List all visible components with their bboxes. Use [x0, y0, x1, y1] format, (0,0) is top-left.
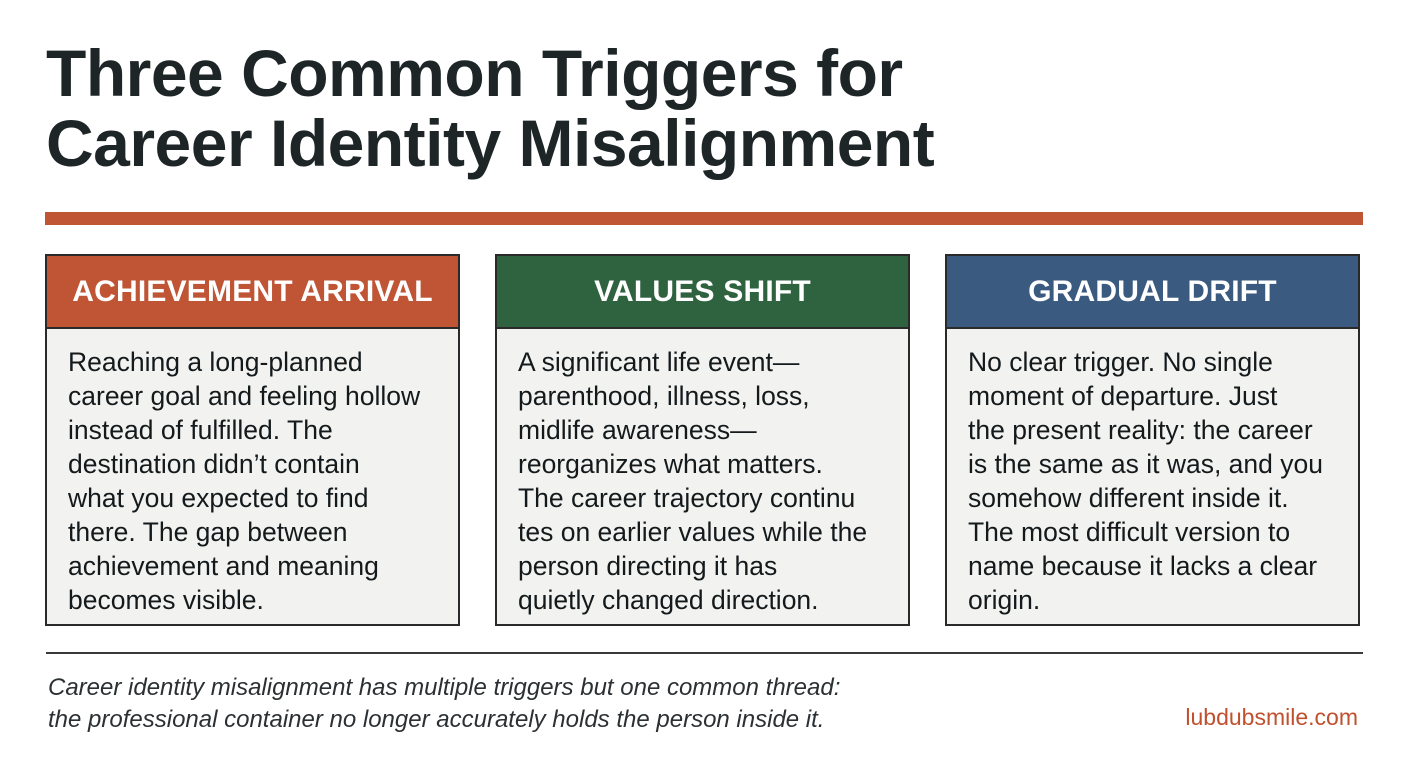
card-text-line: No clear trigger. No single — [968, 347, 1273, 377]
card-text-line: becomes visible. — [68, 585, 264, 615]
card-text-line: person directing it has — [518, 551, 778, 581]
card-values-shift: VALUES SHIFT A significant life event— p… — [495, 254, 910, 626]
card-achievement-arrival: ACHIEVEMENT ARRIVAL Reaching a long-plan… — [45, 254, 460, 626]
card-gradual-drift: GRADUAL DRIFT No clear trigger. No singl… — [945, 254, 1360, 626]
card-header-gradual-drift: GRADUAL DRIFT — [947, 256, 1358, 329]
card-text-line: quietly changed direction. — [518, 585, 819, 615]
card-text-line: The most difficult version to — [968, 517, 1291, 547]
card-body-gradual-drift: No clear trigger. No single moment of de… — [947, 329, 1358, 617]
card-text-line: parenthood, illness, loss, — [518, 381, 810, 411]
card-text-line: The career trajectory continu — [518, 483, 856, 513]
card-header-achievement-arrival: ACHIEVEMENT ARRIVAL — [47, 256, 458, 329]
footer-summary-line-1: Career identity misalignment has multipl… — [48, 674, 841, 701]
page-title: Three Common Triggers for Career Identit… — [46, 38, 1346, 178]
card-text-line: career goal and feeling hollow — [68, 381, 421, 411]
card-text-line: moment of departure. Just — [968, 381, 1278, 411]
card-text-line: name because it lacks a clear — [968, 551, 1318, 581]
card-text-line: the present reality: the career — [968, 415, 1313, 445]
title-line-2: Career Identity Misalignment — [46, 106, 935, 180]
title-line-1: Three Common Triggers for — [46, 36, 903, 110]
card-text-line: A significant life event— — [518, 347, 800, 377]
card-text-line: origin. — [968, 585, 1041, 615]
card-text-line: what you expected to find — [68, 483, 369, 513]
card-text-line: midlife awareness— — [518, 415, 757, 445]
card-body-values-shift: A significant life event— parenthood, il… — [497, 329, 908, 617]
card-text-line: tes on earlier values while the — [518, 517, 868, 547]
accent-divider — [45, 212, 1363, 225]
card-text-line: achievement and meaning — [68, 551, 379, 581]
footer-summary-line-2: the professional container no longer acc… — [48, 706, 825, 733]
card-text-line: somehow different inside it. — [968, 483, 1289, 513]
card-text-line: instead of fulfilled. The — [68, 415, 333, 445]
footer-divider — [46, 652, 1363, 654]
card-header-values-shift: VALUES SHIFT — [497, 256, 908, 329]
card-text-line: there. The gap between — [68, 517, 348, 547]
card-text-line: is the same as it was, and you — [968, 449, 1323, 479]
card-text-line: destination didn’t contain — [68, 449, 360, 479]
footer-summary: Career identity misalignment has multipl… — [48, 672, 840, 736]
card-text-line: reorganizes what matters. — [518, 449, 823, 479]
card-text-line: Reaching a long-planned — [68, 347, 363, 377]
card-body-achievement-arrival: Reaching a long-planned career goal and … — [47, 329, 458, 617]
site-link[interactable]: lubdubsmile.com — [1185, 704, 1358, 730]
